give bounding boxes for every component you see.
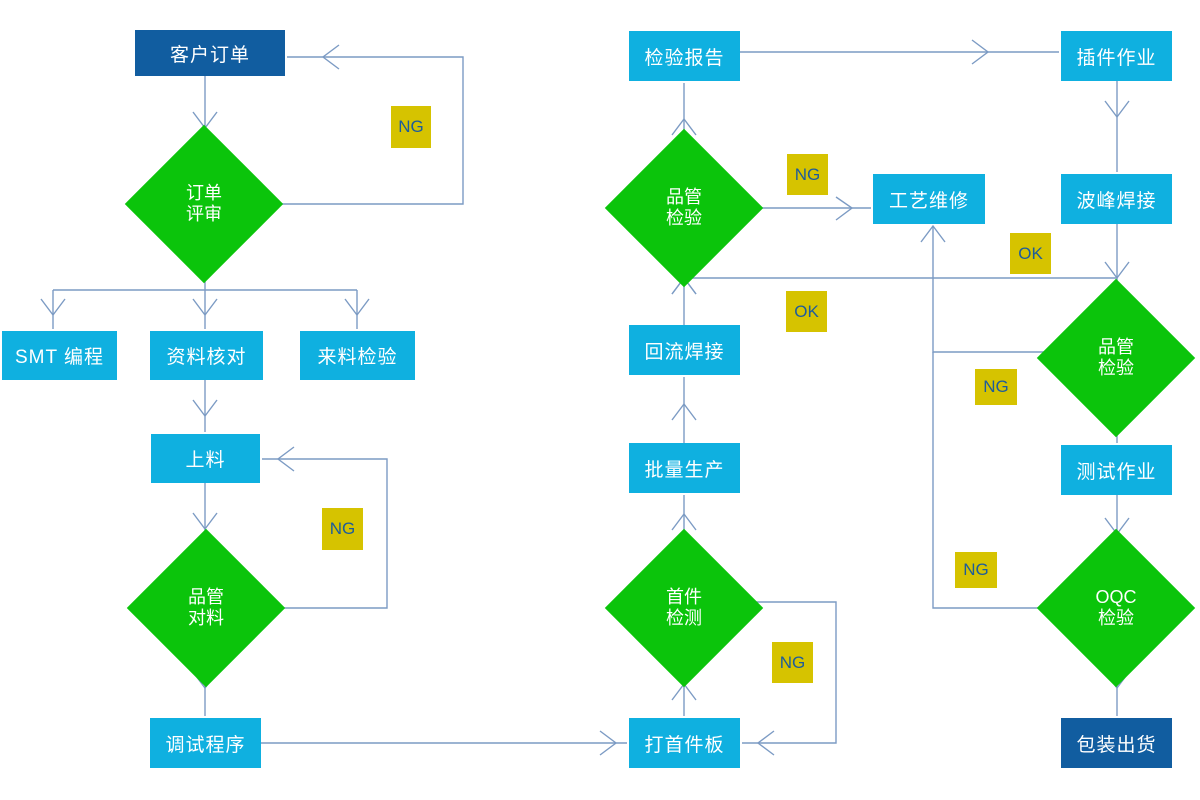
node-feeding[interactable]: 上料 [151, 434, 260, 483]
node-label: 客户订单 [169, 44, 250, 66]
node-label: OQC 检验 [1095, 587, 1137, 628]
badge-qc-inspection-2-ng: NG [975, 369, 1017, 405]
node-label: 检验报告 [644, 47, 725, 69]
badge-first-article-test-ng: NG [772, 642, 813, 683]
node-mass-production[interactable]: 批量生产 [629, 443, 740, 493]
node-oqc-inspection[interactable]: OQC 检验 [1036, 528, 1196, 688]
node-first-article-test[interactable]: 首件 检测 [604, 528, 764, 688]
arrowhead-left [321, 44, 340, 70]
node-packing-shipping[interactable]: 包装出货 [1061, 718, 1172, 768]
node-label: 订单 评审 [186, 183, 222, 224]
arrowhead-up [671, 512, 697, 531]
arrowhead-left [756, 730, 775, 756]
node-label: 品管 检验 [666, 187, 702, 228]
node-wave-soldering[interactable]: 波峰焊接 [1061, 174, 1172, 224]
node-label: 调试程序 [165, 734, 246, 756]
node-label: 来料检验 [317, 347, 398, 368]
node-label: 包装出货 [1076, 734, 1157, 756]
node-label: 资料核对 [166, 347, 247, 368]
badge-qc-inspection-2-ok: OK [1010, 233, 1051, 274]
node-label: SMT 编程 [14, 347, 105, 368]
node-customer-order[interactable]: 客户订单 [135, 30, 285, 76]
node-test-operation[interactable]: 测试作业 [1061, 445, 1172, 495]
node-smt-programming[interactable]: SMT 编程 [2, 331, 117, 380]
node-label: 回流焊接 [644, 341, 725, 363]
node-incoming-inspection[interactable]: 来料检验 [300, 331, 415, 380]
badge-label: OK [794, 301, 819, 321]
node-label: 插件作业 [1076, 47, 1157, 69]
node-label: 测试作业 [1076, 461, 1157, 483]
arrowhead-right [835, 196, 854, 221]
node-data-check[interactable]: 资料核对 [150, 331, 263, 380]
node-label: 工艺维修 [888, 190, 969, 212]
node-inspection-report[interactable]: 检验报告 [629, 31, 740, 81]
badge-label: OK [1018, 243, 1043, 263]
node-first-article-board[interactable]: 打首件板 [629, 718, 740, 768]
node-qc-inspection-2[interactable]: 品管 检验 [1036, 278, 1196, 438]
badge-qc-inspection-1-ok: OK [786, 291, 827, 332]
node-reflow-soldering[interactable]: 回流焊接 [629, 325, 740, 375]
badge-qc-inspection-1-ng: NG [787, 154, 828, 195]
arrowhead-down [1104, 261, 1130, 280]
arrowhead-down [40, 298, 66, 317]
edge-qc2-ok-to-qc1 [683, 266, 1117, 279]
badge-order-review-ng: NG [391, 106, 431, 148]
node-label: 批量生产 [644, 459, 725, 481]
node-qc-inspection-1[interactable]: 品管 检验 [604, 128, 764, 288]
edge-review-ng-to-customer [260, 56, 464, 205]
node-insert-operation[interactable]: 插件作业 [1061, 31, 1172, 81]
arrowhead-up [920, 224, 946, 243]
node-label: 波峰焊接 [1076, 190, 1157, 212]
badge-feeding-ng: NG [322, 508, 363, 550]
arrowhead-down [192, 399, 218, 418]
badge-label: NG [963, 560, 989, 579]
arrowhead-down [344, 298, 370, 317]
node-debug-program[interactable]: 调试程序 [150, 718, 261, 768]
node-label: 打首件板 [644, 734, 725, 756]
arrowhead-down [1104, 100, 1130, 119]
badge-label: NG [779, 652, 806, 672]
node-qc-material-match[interactable]: 品管 对料 [126, 528, 286, 688]
badge-label: NG [794, 164, 821, 184]
badge-label: NG [983, 377, 1009, 396]
node-label: 品管 检验 [1098, 337, 1134, 378]
node-label: 首件 检测 [666, 587, 702, 628]
arrowhead-right [971, 39, 990, 65]
arrowhead-left [276, 446, 295, 472]
node-label: 品管 对料 [188, 587, 224, 628]
arrowhead-right [599, 730, 618, 756]
badge-label: NG [398, 117, 424, 136]
node-order-review[interactable]: 订单 评审 [124, 124, 284, 284]
badge-oqc-ng: NG [955, 552, 997, 588]
arrowhead-down [192, 298, 218, 317]
badge-label: NG [329, 519, 356, 538]
node-process-repair[interactable]: 工艺维修 [873, 174, 985, 224]
arrowhead-down [192, 512, 218, 531]
arrowhead-up [671, 402, 697, 421]
node-label: 上料 [185, 450, 226, 471]
